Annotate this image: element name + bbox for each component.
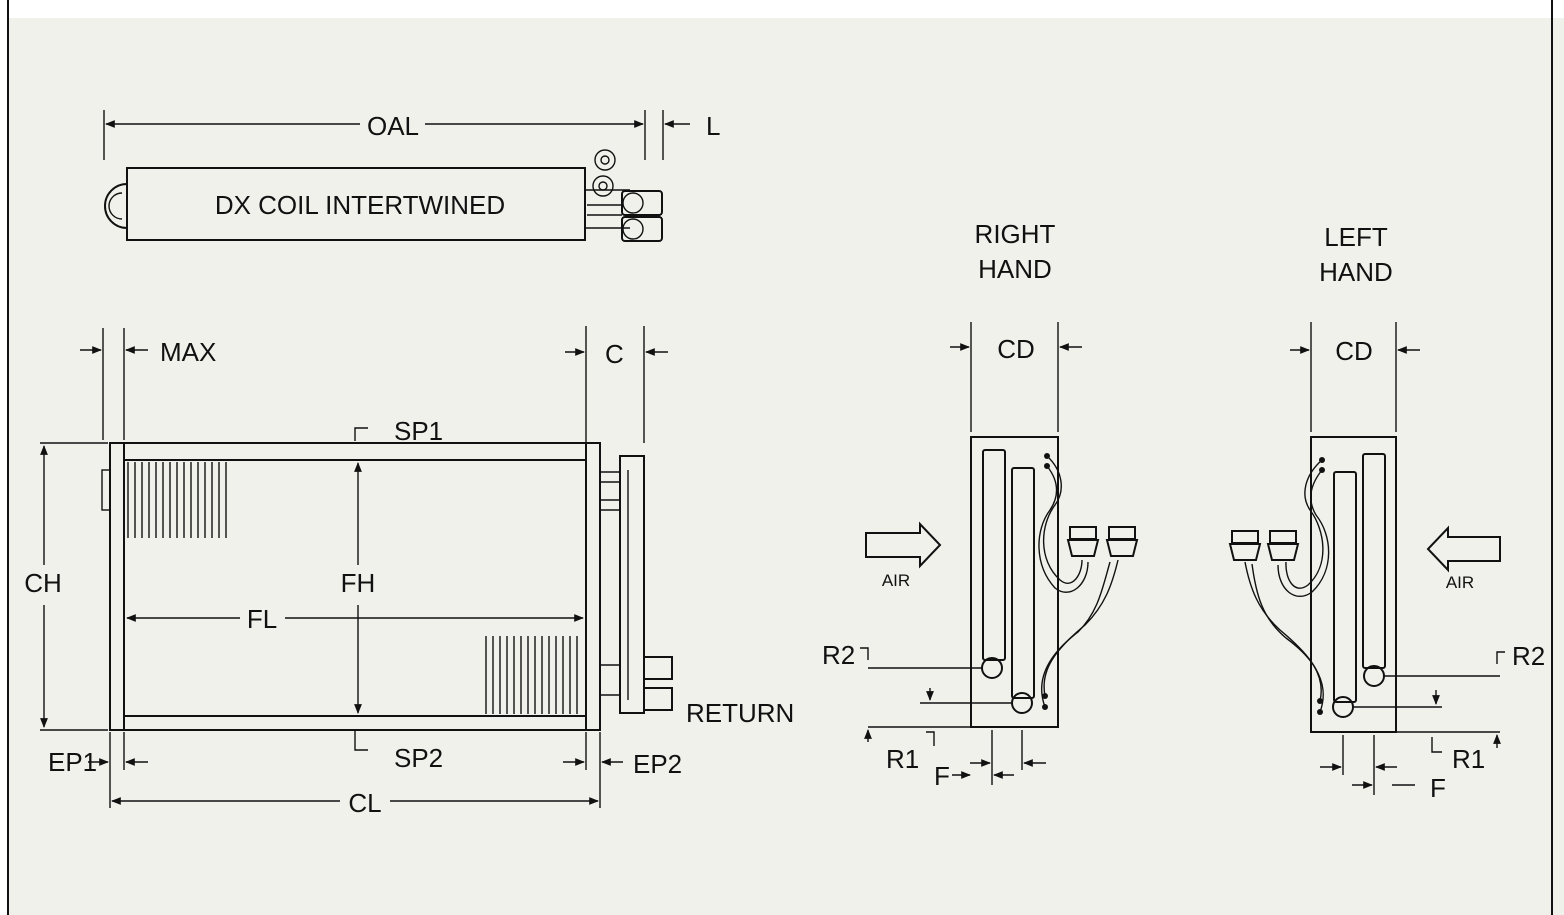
paper-sheet <box>8 18 1564 915</box>
left-r2-label: R2 <box>1512 641 1545 671</box>
left-air-arrow <box>1426 525 1501 573</box>
l-label: L <box>706 111 720 141</box>
left-cd-label: CD <box>1335 336 1373 366</box>
right-hand-title-line2: HAND <box>978 254 1052 284</box>
ch-label: CH <box>24 568 62 598</box>
coil-casing-front <box>109 442 601 731</box>
right-connections <box>1066 526 1139 557</box>
right-casing <box>970 436 1059 728</box>
left-hand-title-line1: LEFT <box>1324 222 1388 252</box>
c-label: C <box>605 339 624 369</box>
right-hand-view: RIGHT HAND CD AIR R2 <box>822 219 1139 791</box>
fins-top-left <box>127 462 227 538</box>
coil-casing-top <box>126 167 586 241</box>
right-air-arrow <box>865 521 942 569</box>
left-r1-label: R1 <box>1452 744 1485 774</box>
right-cd-label: CD <box>997 334 1035 364</box>
sp2-label: SP2 <box>394 743 443 773</box>
left-casing <box>1310 436 1397 733</box>
ep2-label: EP2 <box>633 749 682 779</box>
right-hand-title-line1: RIGHT <box>975 219 1056 249</box>
max-label: MAX <box>160 337 216 367</box>
cl-label: CL <box>348 788 381 818</box>
header-front <box>600 455 673 714</box>
fins-bottom-right <box>485 636 578 714</box>
oal-label: OAL <box>367 111 419 141</box>
sp1-label: SP1 <box>394 416 443 446</box>
left-air-label: AIR <box>1446 573 1474 592</box>
right-f-label: F <box>934 761 950 791</box>
right-r1-label: R1 <box>886 744 919 774</box>
coil-name-label: DX COIL INTERTWINED <box>215 190 505 220</box>
return-label: RETURN <box>686 698 794 728</box>
right-r2-label: R2 <box>822 640 855 670</box>
fl-label: FL <box>247 604 277 634</box>
left-stub <box>101 469 111 511</box>
front-view: MAX C <box>24 326 794 818</box>
right-air-label: AIR <box>882 571 910 590</box>
left-hand-view: LEFT HAND CD AIR R2 <box>1228 222 1545 803</box>
fh-label: FH <box>341 568 376 598</box>
left-hand-title-line2: HAND <box>1319 257 1393 287</box>
header-fittings <box>587 149 663 242</box>
left-connections <box>1228 530 1300 561</box>
left-f-label: F <box>1430 773 1446 803</box>
top-view: OAL L DX COIL INTERTWINED <box>103 110 720 242</box>
